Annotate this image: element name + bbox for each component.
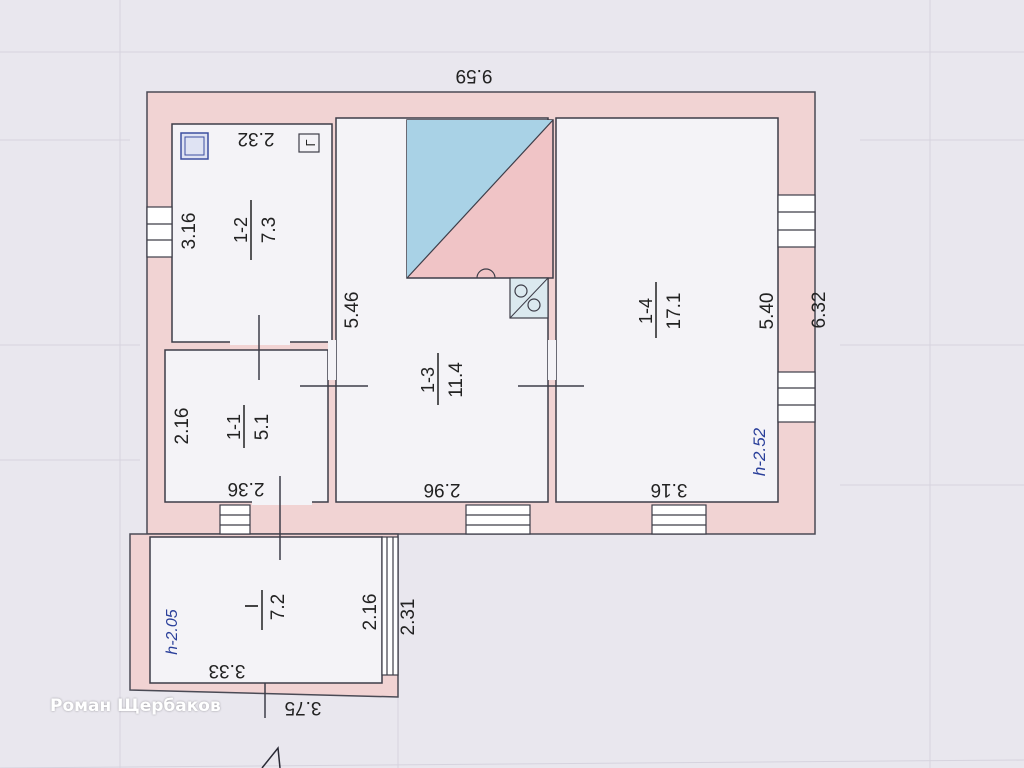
doorways: [230, 315, 584, 718]
overall-width-label: 9.59: [456, 65, 493, 86]
room-I-area: 7.2: [268, 594, 289, 620]
room-1-2-area: 7.3: [259, 217, 280, 243]
room-I-number: I: [242, 603, 262, 608]
arrow-icon: [261, 746, 281, 768]
room-1-3-dim-b: 2.96: [424, 479, 461, 500]
room-1-2-dim-a: 3.16: [179, 213, 200, 250]
watermark: Роман Щербаков: [50, 696, 221, 716]
room-2-mark: Г: [303, 139, 318, 146]
overall-depth-label: 6.32: [809, 292, 830, 329]
window-bottom-2: [465, 504, 531, 535]
window-bottom-3: [651, 504, 707, 535]
window-left: [146, 206, 173, 258]
room-1-1-dim-a: 2.16: [172, 408, 193, 445]
window-porch: [381, 536, 399, 676]
windows: [146, 194, 816, 676]
porch-outer-width-label: 3.75: [285, 697, 322, 718]
room-1-2-dim-b: 2.32: [238, 128, 275, 149]
room-1-3-number: 1-3: [418, 367, 438, 393]
room-1-3-dim-a: 5.46: [342, 292, 363, 329]
room-I-dim-b: 3.33: [209, 660, 246, 681]
window-right-top: [777, 194, 816, 248]
height-porch-label: h-2.05: [164, 609, 181, 654]
room-1-4-area: 17.1: [664, 293, 685, 330]
room-1-4-dim-a: 5.40: [757, 293, 778, 330]
room-1-3-area: 11.4: [446, 362, 467, 398]
room-1-1-area: 5.1: [252, 414, 273, 440]
window-right-bottom: [777, 371, 816, 423]
room-I: [149, 536, 383, 684]
room-1-1-number: 1-1: [224, 414, 244, 440]
room-1-4-number: 1-4: [636, 298, 656, 324]
room-1-1-dim-b: 2.36: [228, 478, 265, 499]
room-1-4: [555, 117, 779, 503]
room-1-2: [171, 123, 333, 343]
porch-outer-depth-label: 2.31: [398, 599, 419, 636]
room-I-dim-a: 2.16: [360, 594, 381, 631]
boiler-symbol: [180, 132, 320, 160]
room-1-2-number: 1-2: [231, 217, 251, 243]
window-bottom-1: [219, 504, 251, 535]
room-1-4-dim-b: 3.16: [651, 479, 688, 500]
room-1-1: [164, 349, 329, 503]
height-main-label: h-2.52: [750, 427, 769, 476]
stove: [406, 119, 554, 319]
